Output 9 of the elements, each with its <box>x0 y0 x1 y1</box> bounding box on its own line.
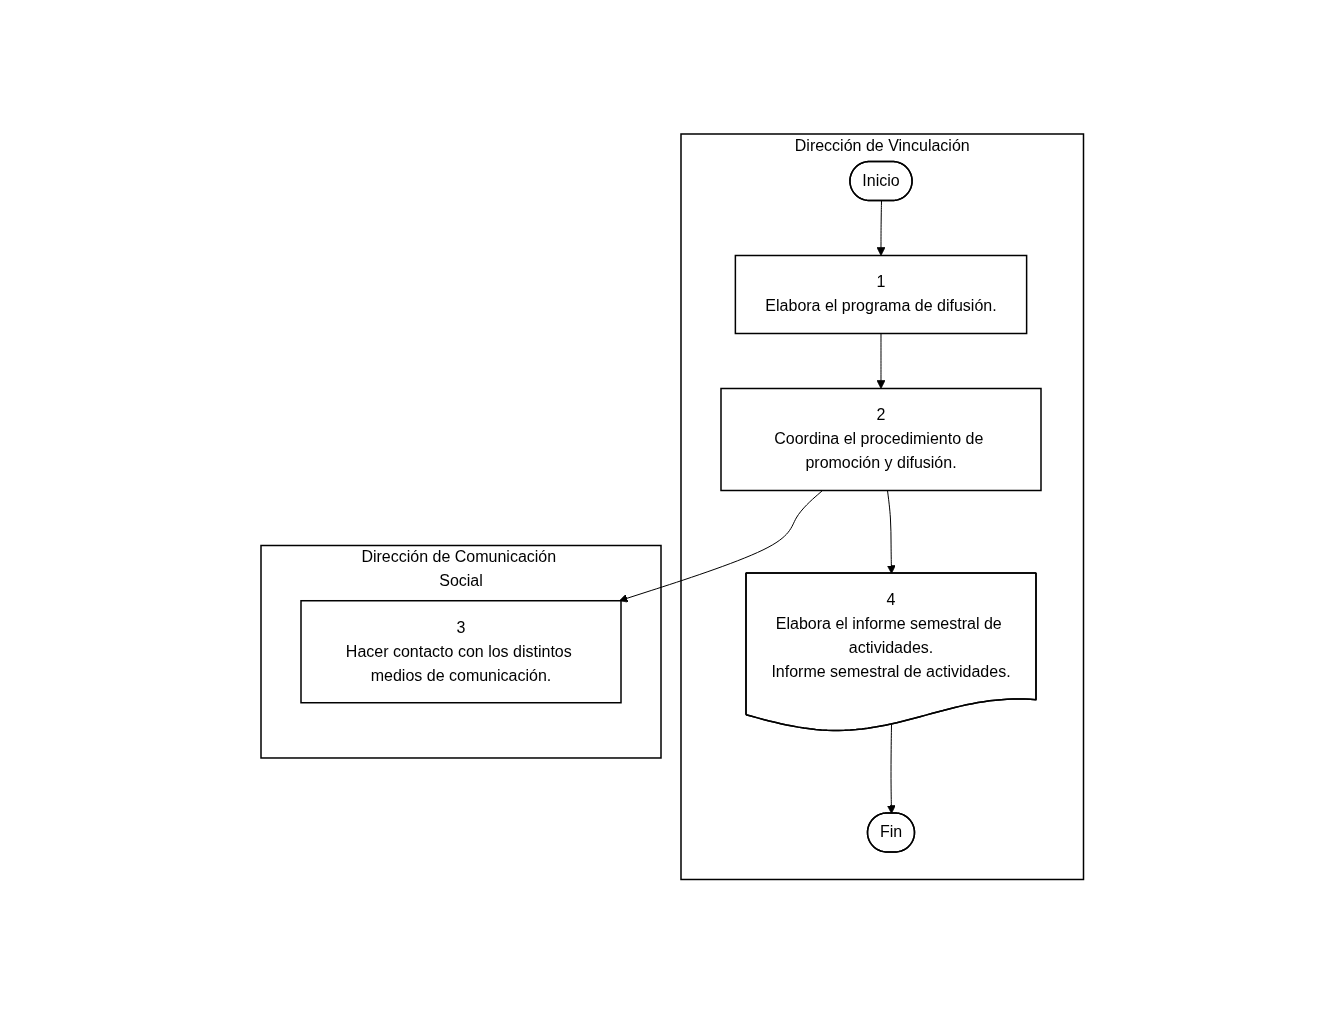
node-box <box>300 599 622 704</box>
arrow <box>886 723 896 814</box>
cluster <box>680 133 1084 880</box>
node-box <box>734 254 1028 334</box>
arrow <box>876 200 886 256</box>
cluster <box>260 544 662 759</box>
arrow <box>876 332 886 389</box>
arrow <box>618 489 823 603</box>
node-box <box>720 387 1042 491</box>
